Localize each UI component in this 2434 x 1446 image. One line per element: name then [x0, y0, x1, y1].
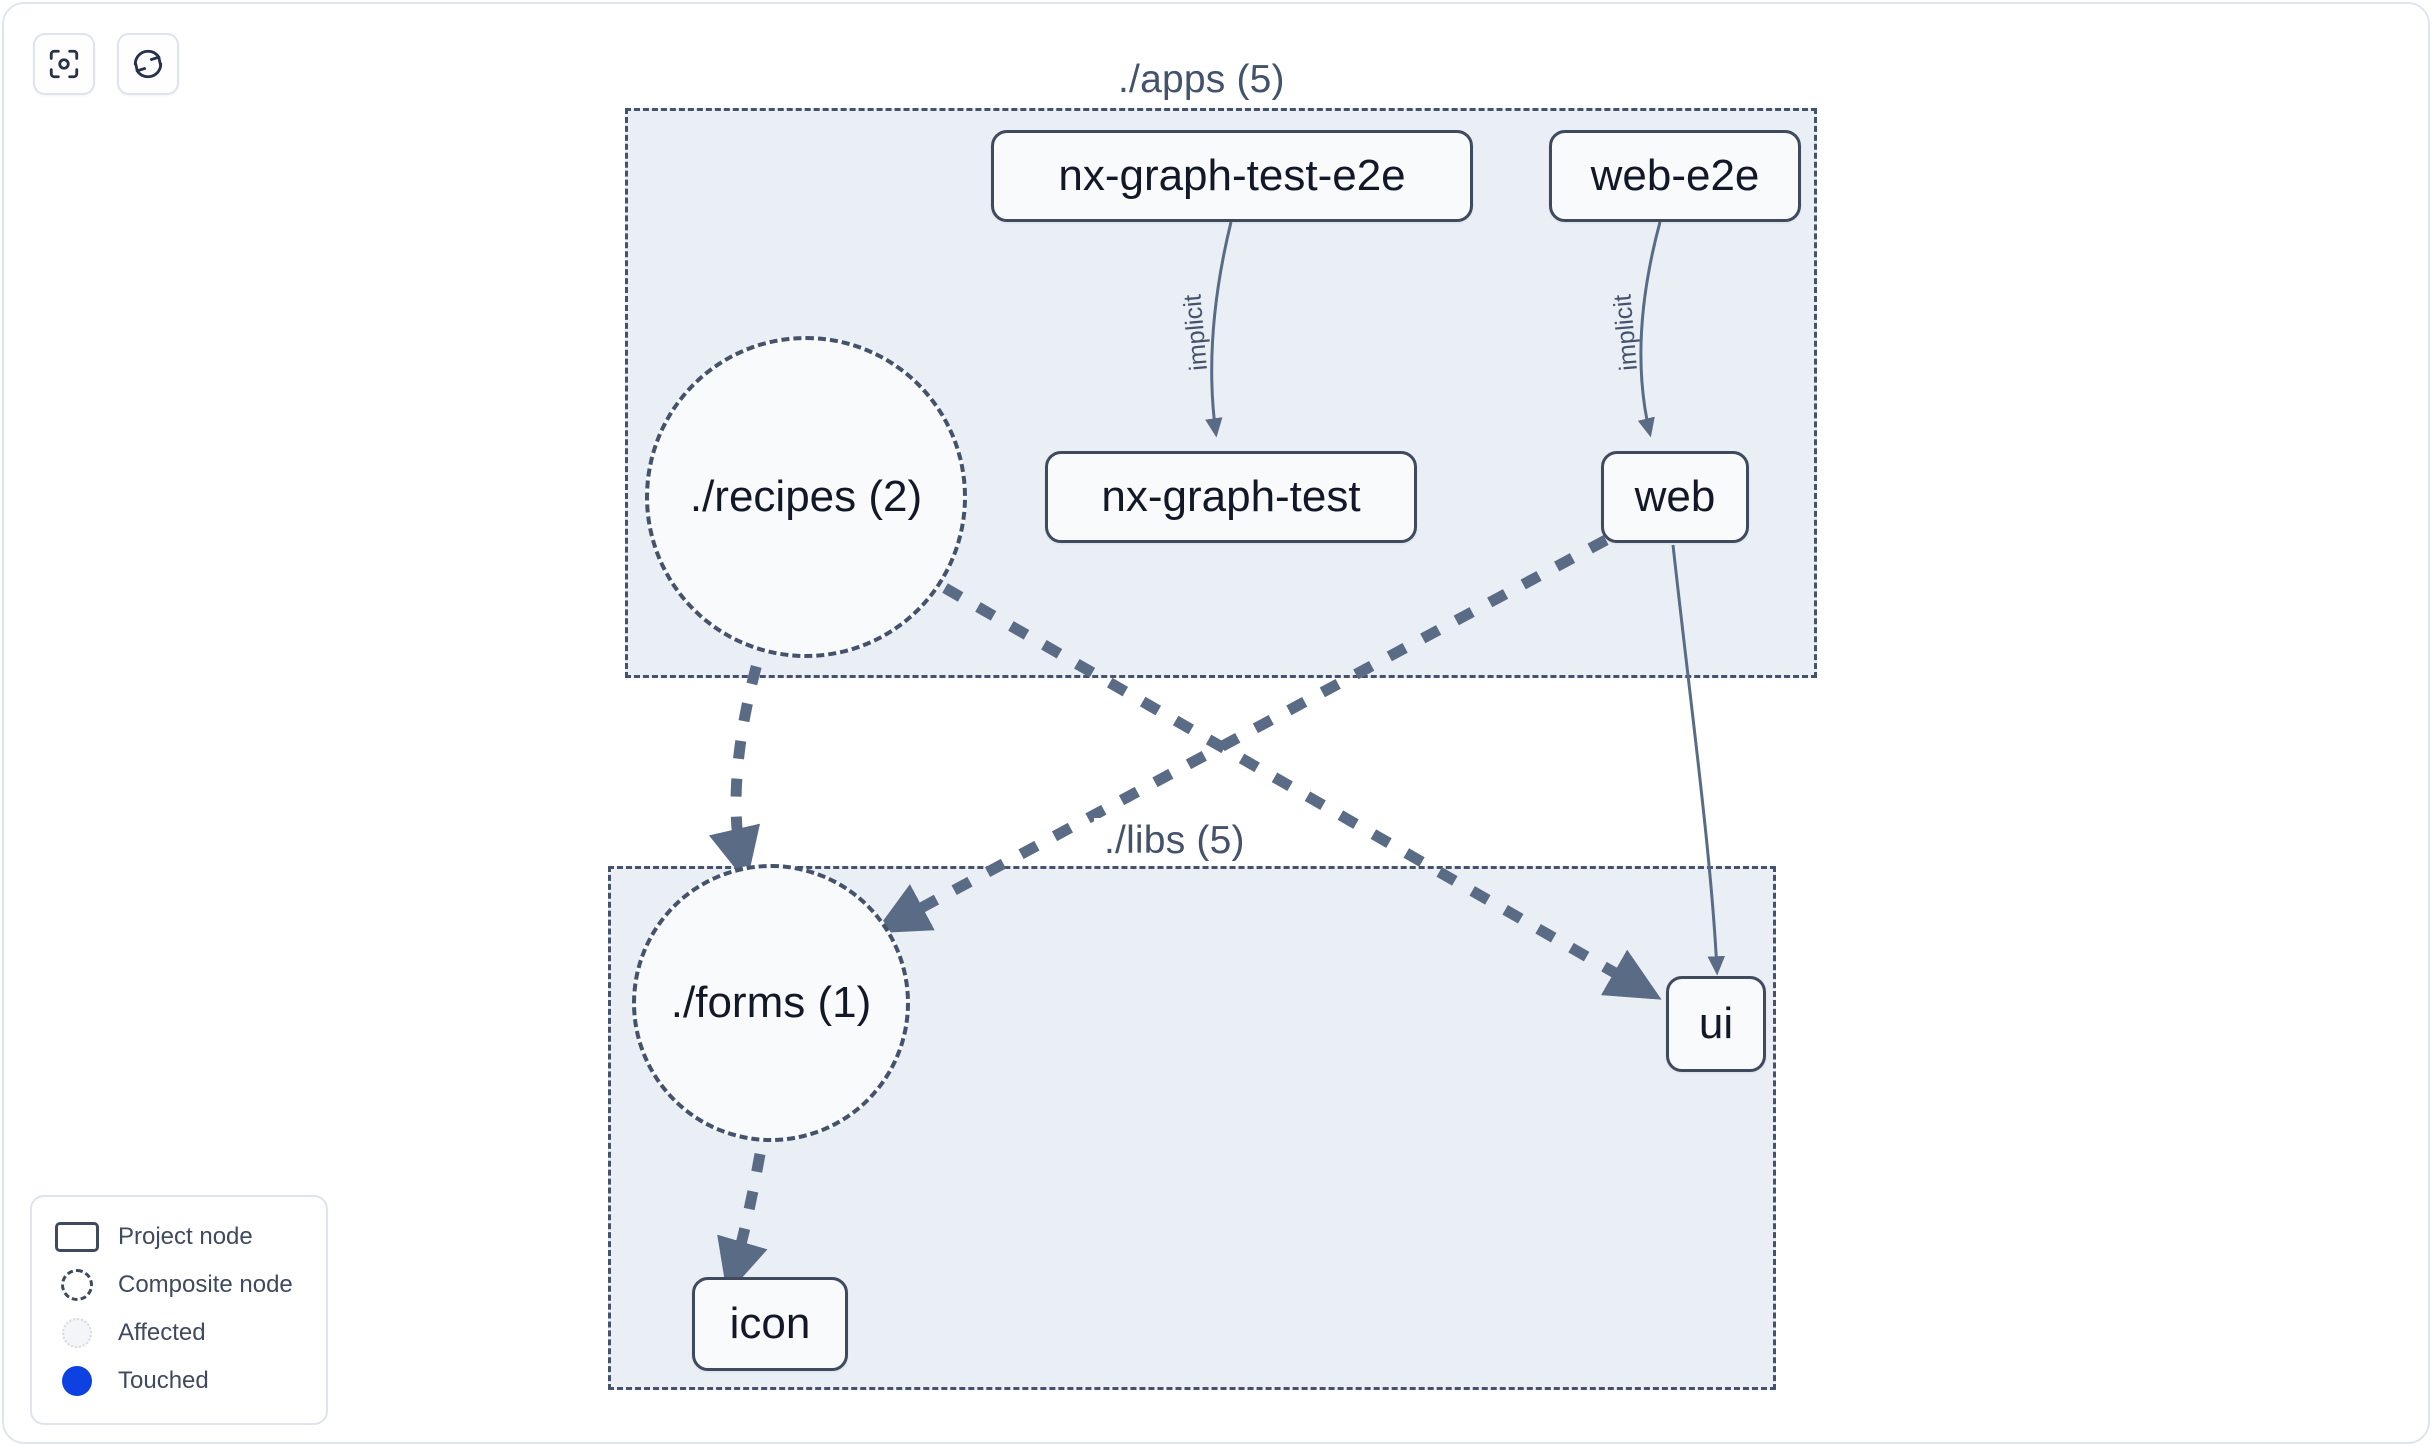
touched-swatch	[50, 1366, 104, 1396]
node-web[interactable]: web	[1601, 451, 1749, 543]
node-nx-graph-test[interactable]: nx-graph-test	[1045, 451, 1417, 543]
node-label: nx-graph-test-e2e	[1058, 151, 1406, 200]
focus-target-icon	[47, 47, 81, 81]
legend-label: Project node	[118, 1223, 253, 1250]
group-label-libs: ./libs (5)	[1094, 818, 1255, 864]
node-label: ui	[1698, 999, 1734, 1048]
legend-label: Touched	[118, 1367, 209, 1394]
node-label: ./forms (1)	[670, 978, 872, 1027]
node-forms-composite[interactable]: ./forms (1)	[632, 864, 910, 1142]
project-node-swatch	[50, 1222, 104, 1252]
legend-item-affected: Affected	[50, 1309, 308, 1357]
node-label: web-e2e	[1590, 151, 1760, 200]
affected-swatch	[50, 1318, 104, 1348]
legend-item-project-node: Project node	[50, 1213, 308, 1261]
node-label: nx-graph-test	[1101, 472, 1361, 521]
graph-legend: Project node Composite node Affected Tou…	[30, 1195, 328, 1425]
graph-toolbar	[33, 33, 179, 95]
node-nx-graph-test-e2e[interactable]: nx-graph-test-e2e	[991, 130, 1473, 222]
node-label: icon	[729, 1299, 811, 1348]
legend-label: Composite node	[118, 1271, 293, 1298]
node-recipes-composite[interactable]: ./recipes (2)	[645, 336, 967, 658]
refresh-sync-icon	[131, 47, 165, 81]
legend-item-touched: Touched	[50, 1357, 308, 1405]
focus-graph-button[interactable]	[33, 33, 95, 95]
node-label: web	[1634, 472, 1716, 521]
node-icon[interactable]: icon	[692, 1277, 848, 1371]
composite-node-swatch	[50, 1269, 104, 1301]
node-web-e2e[interactable]: web-e2e	[1549, 130, 1801, 222]
refresh-graph-button[interactable]	[117, 33, 179, 95]
node-label: ./recipes (2)	[689, 472, 923, 521]
legend-item-composite-node: Composite node	[50, 1261, 308, 1309]
group-label-apps: ./apps (5)	[1108, 57, 1295, 103]
node-ui[interactable]: ui	[1666, 976, 1766, 1072]
legend-label: Affected	[118, 1319, 206, 1346]
